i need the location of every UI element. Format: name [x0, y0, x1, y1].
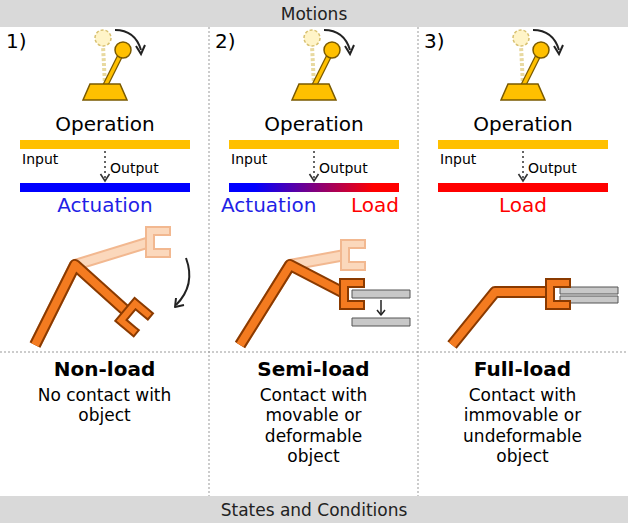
operation-bar: Operation — [229, 140, 399, 149]
bar-label: Operation — [473, 113, 573, 136]
state-title: Semi-load — [213, 357, 414, 381]
band-title: Motions — [281, 4, 348, 24]
signal-arrow — [101, 151, 110, 181]
mixed-bar: ActuationLoad — [229, 183, 399, 192]
state-description: Contact with movable or deformable objec… — [246, 385, 381, 467]
output-label: Output — [110, 160, 159, 177]
input-label: Input — [22, 151, 58, 168]
panel-number: 3) — [424, 29, 445, 53]
panel-number: 2) — [215, 29, 236, 53]
state-description: No contact with object — [37, 385, 172, 426]
output-label: Output — [319, 160, 368, 177]
actuation-bar: Actuation — [20, 183, 190, 192]
signal-arrow — [310, 151, 319, 181]
bar-label: Load — [499, 194, 547, 217]
operation-bar: Operation — [438, 140, 608, 149]
input-label: Input — [231, 151, 267, 168]
signal-arrow — [519, 151, 528, 181]
bar-label: Actuation — [221, 194, 316, 217]
state-description: Contact with immovable or undeformable o… — [455, 385, 590, 467]
bar-label: Operation — [55, 113, 155, 136]
bar-label: Load — [351, 194, 399, 217]
panel-number: 1) — [6, 29, 27, 53]
state-title: Non-load — [4, 357, 205, 381]
bar-label: Operation — [264, 113, 364, 136]
header-band: Motions — [0, 0, 628, 27]
input-label: Input — [440, 151, 476, 168]
operation-bar: Operation — [20, 140, 190, 149]
band-title: States and Conditions — [221, 500, 408, 520]
output-label: Output — [528, 160, 577, 177]
footer-band: States and Conditions — [0, 496, 628, 523]
load-bar: Load — [438, 183, 608, 192]
bar-label: Actuation — [57, 194, 152, 217]
state-title: Full-load — [422, 357, 623, 381]
